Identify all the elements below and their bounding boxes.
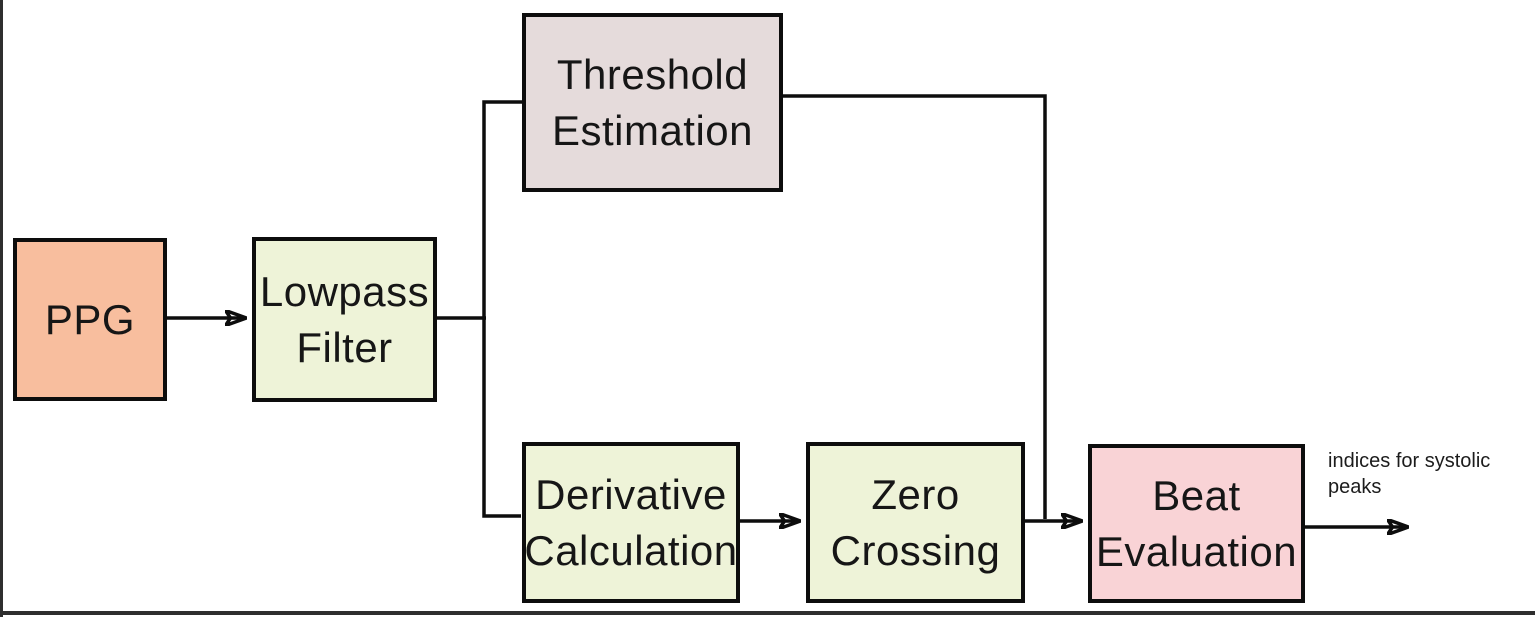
output-annotation-line1: indices for systolic xyxy=(1328,450,1491,472)
node-beat-label-line2: Evaluation xyxy=(1095,527,1298,575)
output-annotation-line2: peaks xyxy=(1328,476,1382,499)
node-threshold-estimation: Threshold Estimation xyxy=(522,13,783,192)
node-derivative-calculation: Derivative Calculation xyxy=(522,442,740,603)
edge-branch-threshold-derivative xyxy=(482,100,522,518)
node-ppg: PPG xyxy=(13,238,167,401)
node-zero-label-line1: Zero xyxy=(871,470,960,518)
node-derivative-label-line1: Derivative xyxy=(535,470,727,518)
node-lowpass-label-line1: Lowpass xyxy=(259,267,430,315)
node-lowpass-label-line2: Filter xyxy=(296,323,393,371)
node-lowpass-filter: Lowpass Filter xyxy=(252,237,437,402)
edge-threshold-to-beat-junction xyxy=(783,94,1047,519)
node-beat-evaluation: Beat Evaluation xyxy=(1088,444,1305,603)
node-threshold-label-line1: Threshold xyxy=(556,50,749,98)
node-zero-label-line2: Crossing xyxy=(830,526,1001,574)
output-annotation: indices for systolic peaks xyxy=(1328,448,1535,501)
node-beat-label-line1: Beat xyxy=(1152,471,1241,519)
slide-frame-bottom-border xyxy=(0,611,1535,615)
node-threshold-label-line2: Estimation xyxy=(551,106,754,154)
node-zero-crossing: Zero Crossing xyxy=(806,442,1025,603)
node-derivative-label-line2: Calculation xyxy=(524,526,738,574)
slide-frame-left-border xyxy=(0,0,3,617)
node-ppg-label: PPG xyxy=(44,295,136,343)
